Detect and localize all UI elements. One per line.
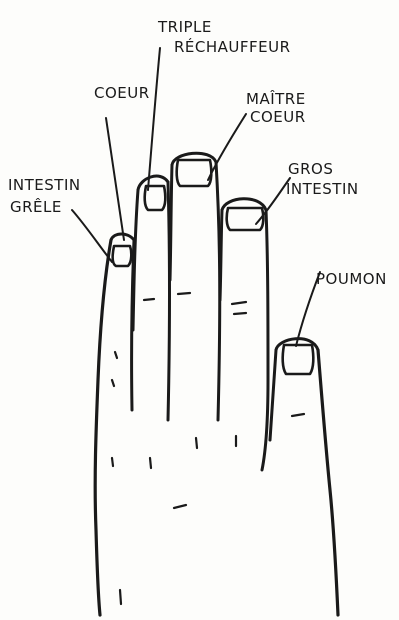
pointer-triple-rechauffeur — [148, 48, 160, 190]
label-triple-line1: TRIPLE — [157, 18, 212, 36]
hand-outline — [95, 153, 338, 615]
label-gros-intestin-line1: GROS — [288, 160, 333, 178]
label-triple-line2: RÉCHAUFFEUR — [174, 37, 291, 56]
pointer-gros-intestin — [256, 178, 290, 224]
label-maitre-coeur-line1: MAÎTRE — [246, 89, 306, 108]
pointer-maitre-coeur — [208, 114, 246, 180]
label-maitre-coeur-line2: COEUR — [250, 108, 306, 126]
label-poumon: POUMON — [316, 270, 387, 288]
knuckle-creases — [112, 293, 304, 604]
pointer-intestin-grele — [72, 210, 112, 262]
label-intestin-grele-line2: GRÊLE — [10, 197, 62, 216]
label-gros-intestin-line2: INTESTIN — [286, 180, 359, 198]
label-intestin-grele-line1: INTESTIN — [8, 176, 81, 194]
label-coeur: COEUR — [94, 84, 150, 102]
pointer-coeur — [106, 118, 124, 240]
